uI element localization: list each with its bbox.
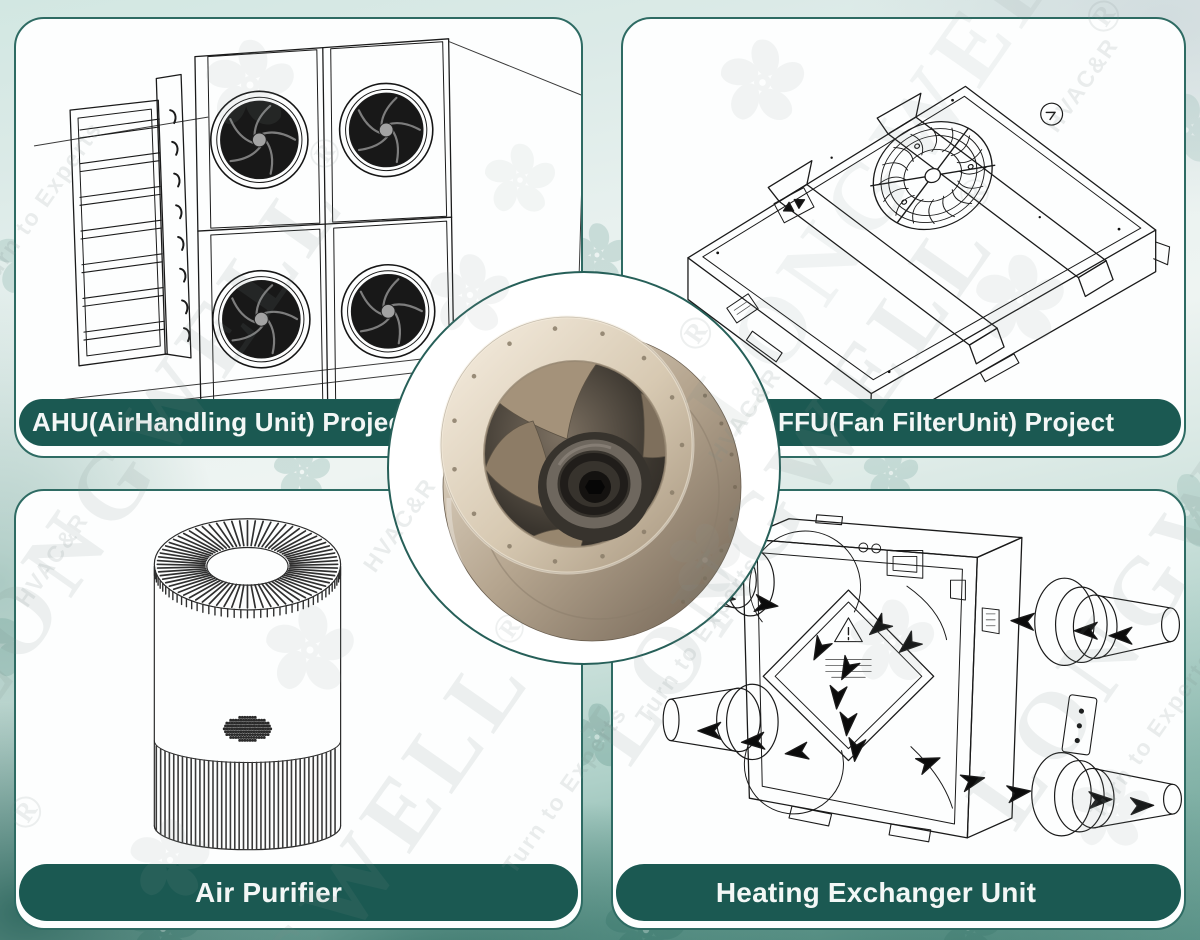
centrifugal-fan-impeller xyxy=(439,315,742,642)
air-purifier-label: Air Purifier xyxy=(19,864,578,921)
panel-air-purifier-card: Air Purifier xyxy=(14,489,583,930)
ffu-line-drawing xyxy=(674,85,1171,436)
air-purifier-label-text: Air Purifier xyxy=(194,876,343,908)
ahu-line-drawing xyxy=(33,38,581,416)
ahu-label-text: AHU(AirHandling Unit) Project xyxy=(32,407,412,437)
panel-ahu-card: AHU(AirHandling Unit) Project xyxy=(14,17,583,458)
center-impeller-badge xyxy=(387,271,781,665)
heat-exchanger-label: Heating Exchanger Unit xyxy=(616,864,1181,921)
heat-exchanger-label-text: Heating Exchanger Unit xyxy=(715,876,1037,908)
ffu-label-text: FFU(Fan FilterUnit) Project xyxy=(778,407,1115,437)
